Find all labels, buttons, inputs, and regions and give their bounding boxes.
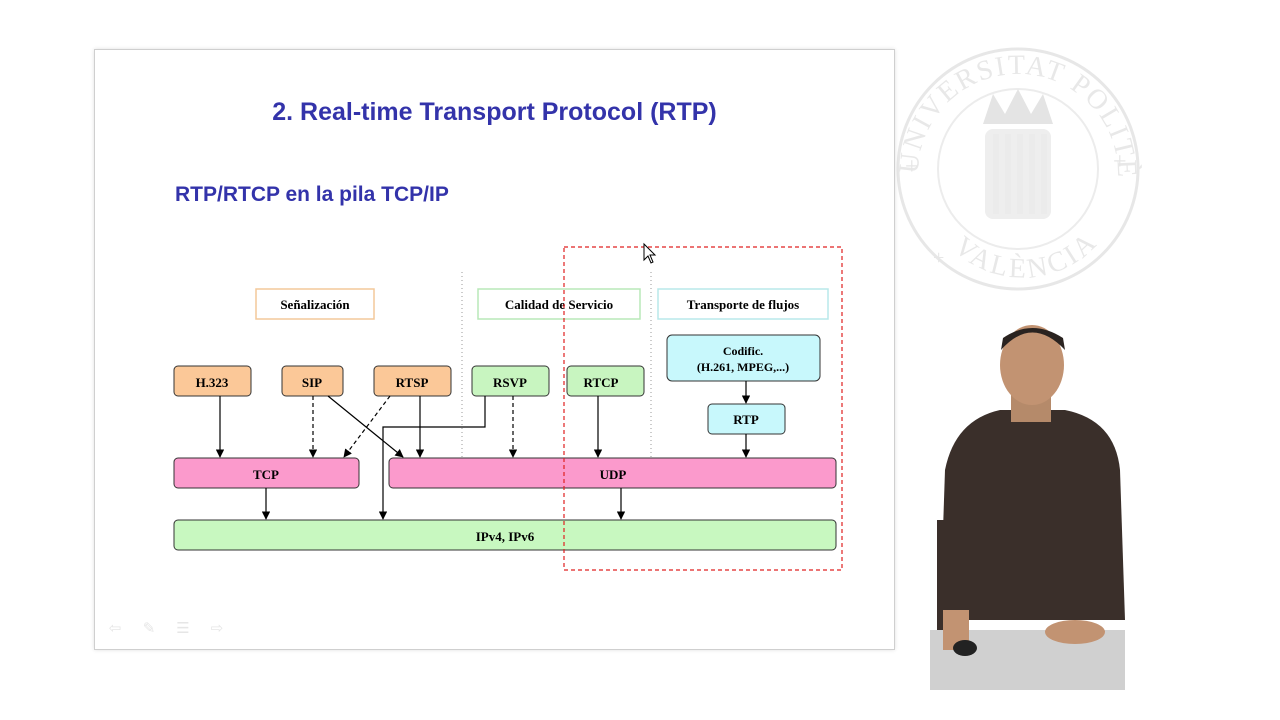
category-signaling: Señalización xyxy=(255,288,375,320)
svg-text:UDP: UDP xyxy=(600,467,627,482)
category-transport: Transporte de flujos xyxy=(657,288,829,320)
svg-text:Señalización: Señalización xyxy=(280,297,350,312)
svg-text:H.323: H.323 xyxy=(196,375,229,390)
mouse-cursor xyxy=(643,242,657,264)
menu-icon[interactable]: ☰ xyxy=(176,619,190,637)
box-rsvp: RSVP xyxy=(471,365,550,397)
svg-text:RTP: RTP xyxy=(733,412,759,427)
box-rtp: RTP xyxy=(707,403,786,435)
category-qos: Calidad de Servicio xyxy=(477,288,641,320)
slide-nav: ⇦ ✎ ☰ ⇨ xyxy=(103,620,229,636)
box-rtcp: RTCP xyxy=(566,365,645,397)
seal-crest xyxy=(983,89,1053,219)
slide-subtitle: RTP/RTCP en la pila TCP/IP xyxy=(175,183,449,206)
box-rtsp: RTSP xyxy=(373,365,452,397)
svg-text:Calidad de Servicio: Calidad de Servicio xyxy=(505,297,613,312)
arrow-right-icon[interactable]: ⇨ xyxy=(210,619,224,637)
svg-text:(H.261, MPEG,...): (H.261, MPEG,...) xyxy=(697,360,789,374)
arrow-sip-udp xyxy=(327,395,404,458)
university-seal: UNIVERSITAT POLITÈCNICA VALÈNCIA + + + xyxy=(893,34,1140,291)
svg-text:TCP: TCP xyxy=(253,467,279,482)
arrow-rsvp-ip xyxy=(378,396,486,520)
svg-text:IPv4, IPv6: IPv4, IPv6 xyxy=(476,529,535,544)
svg-text:+: + xyxy=(1113,149,1127,175)
slide: 2. Real-time Transport Protocol (RTP) RT… xyxy=(94,49,895,650)
slide-title: 2. Real-time Transport Protocol (RTP) xyxy=(272,98,717,126)
box-codec: Codific. (H.261, MPEG,...) xyxy=(666,334,821,382)
box-udp: UDP xyxy=(388,457,837,489)
svg-text:RSVP: RSVP xyxy=(493,375,527,390)
arrow-rtsp-tcp xyxy=(343,395,391,458)
box-ip: IPv4, IPv6 xyxy=(173,519,837,551)
svg-text:+: + xyxy=(905,154,919,180)
svg-text:RTCP: RTCP xyxy=(584,375,619,390)
svg-text:RTSP: RTSP xyxy=(396,375,429,390)
box-sip: SIP xyxy=(281,365,344,397)
svg-text:Transporte de flujos: Transporte de flujos xyxy=(687,297,799,312)
diagram-arrows xyxy=(215,381,751,520)
arrow-left-icon[interactable]: ⇦ xyxy=(108,619,122,637)
svg-text:+: + xyxy=(933,247,944,269)
pen-icon[interactable]: ✎ xyxy=(142,619,156,637)
svg-text:SIP: SIP xyxy=(302,375,322,390)
presenter-video xyxy=(930,325,1125,690)
protocol-stack-diagram: Señalización Calidad de Servicio Transpo… xyxy=(173,242,843,571)
svg-text:VALÈNCIA: VALÈNCIA xyxy=(948,225,1104,285)
seal-text-bottom: VALÈNCIA xyxy=(948,225,1101,285)
box-h323: H.323 xyxy=(173,365,252,397)
box-tcp: TCP xyxy=(173,457,360,489)
svg-text:Codific.: Codific. xyxy=(723,344,763,358)
